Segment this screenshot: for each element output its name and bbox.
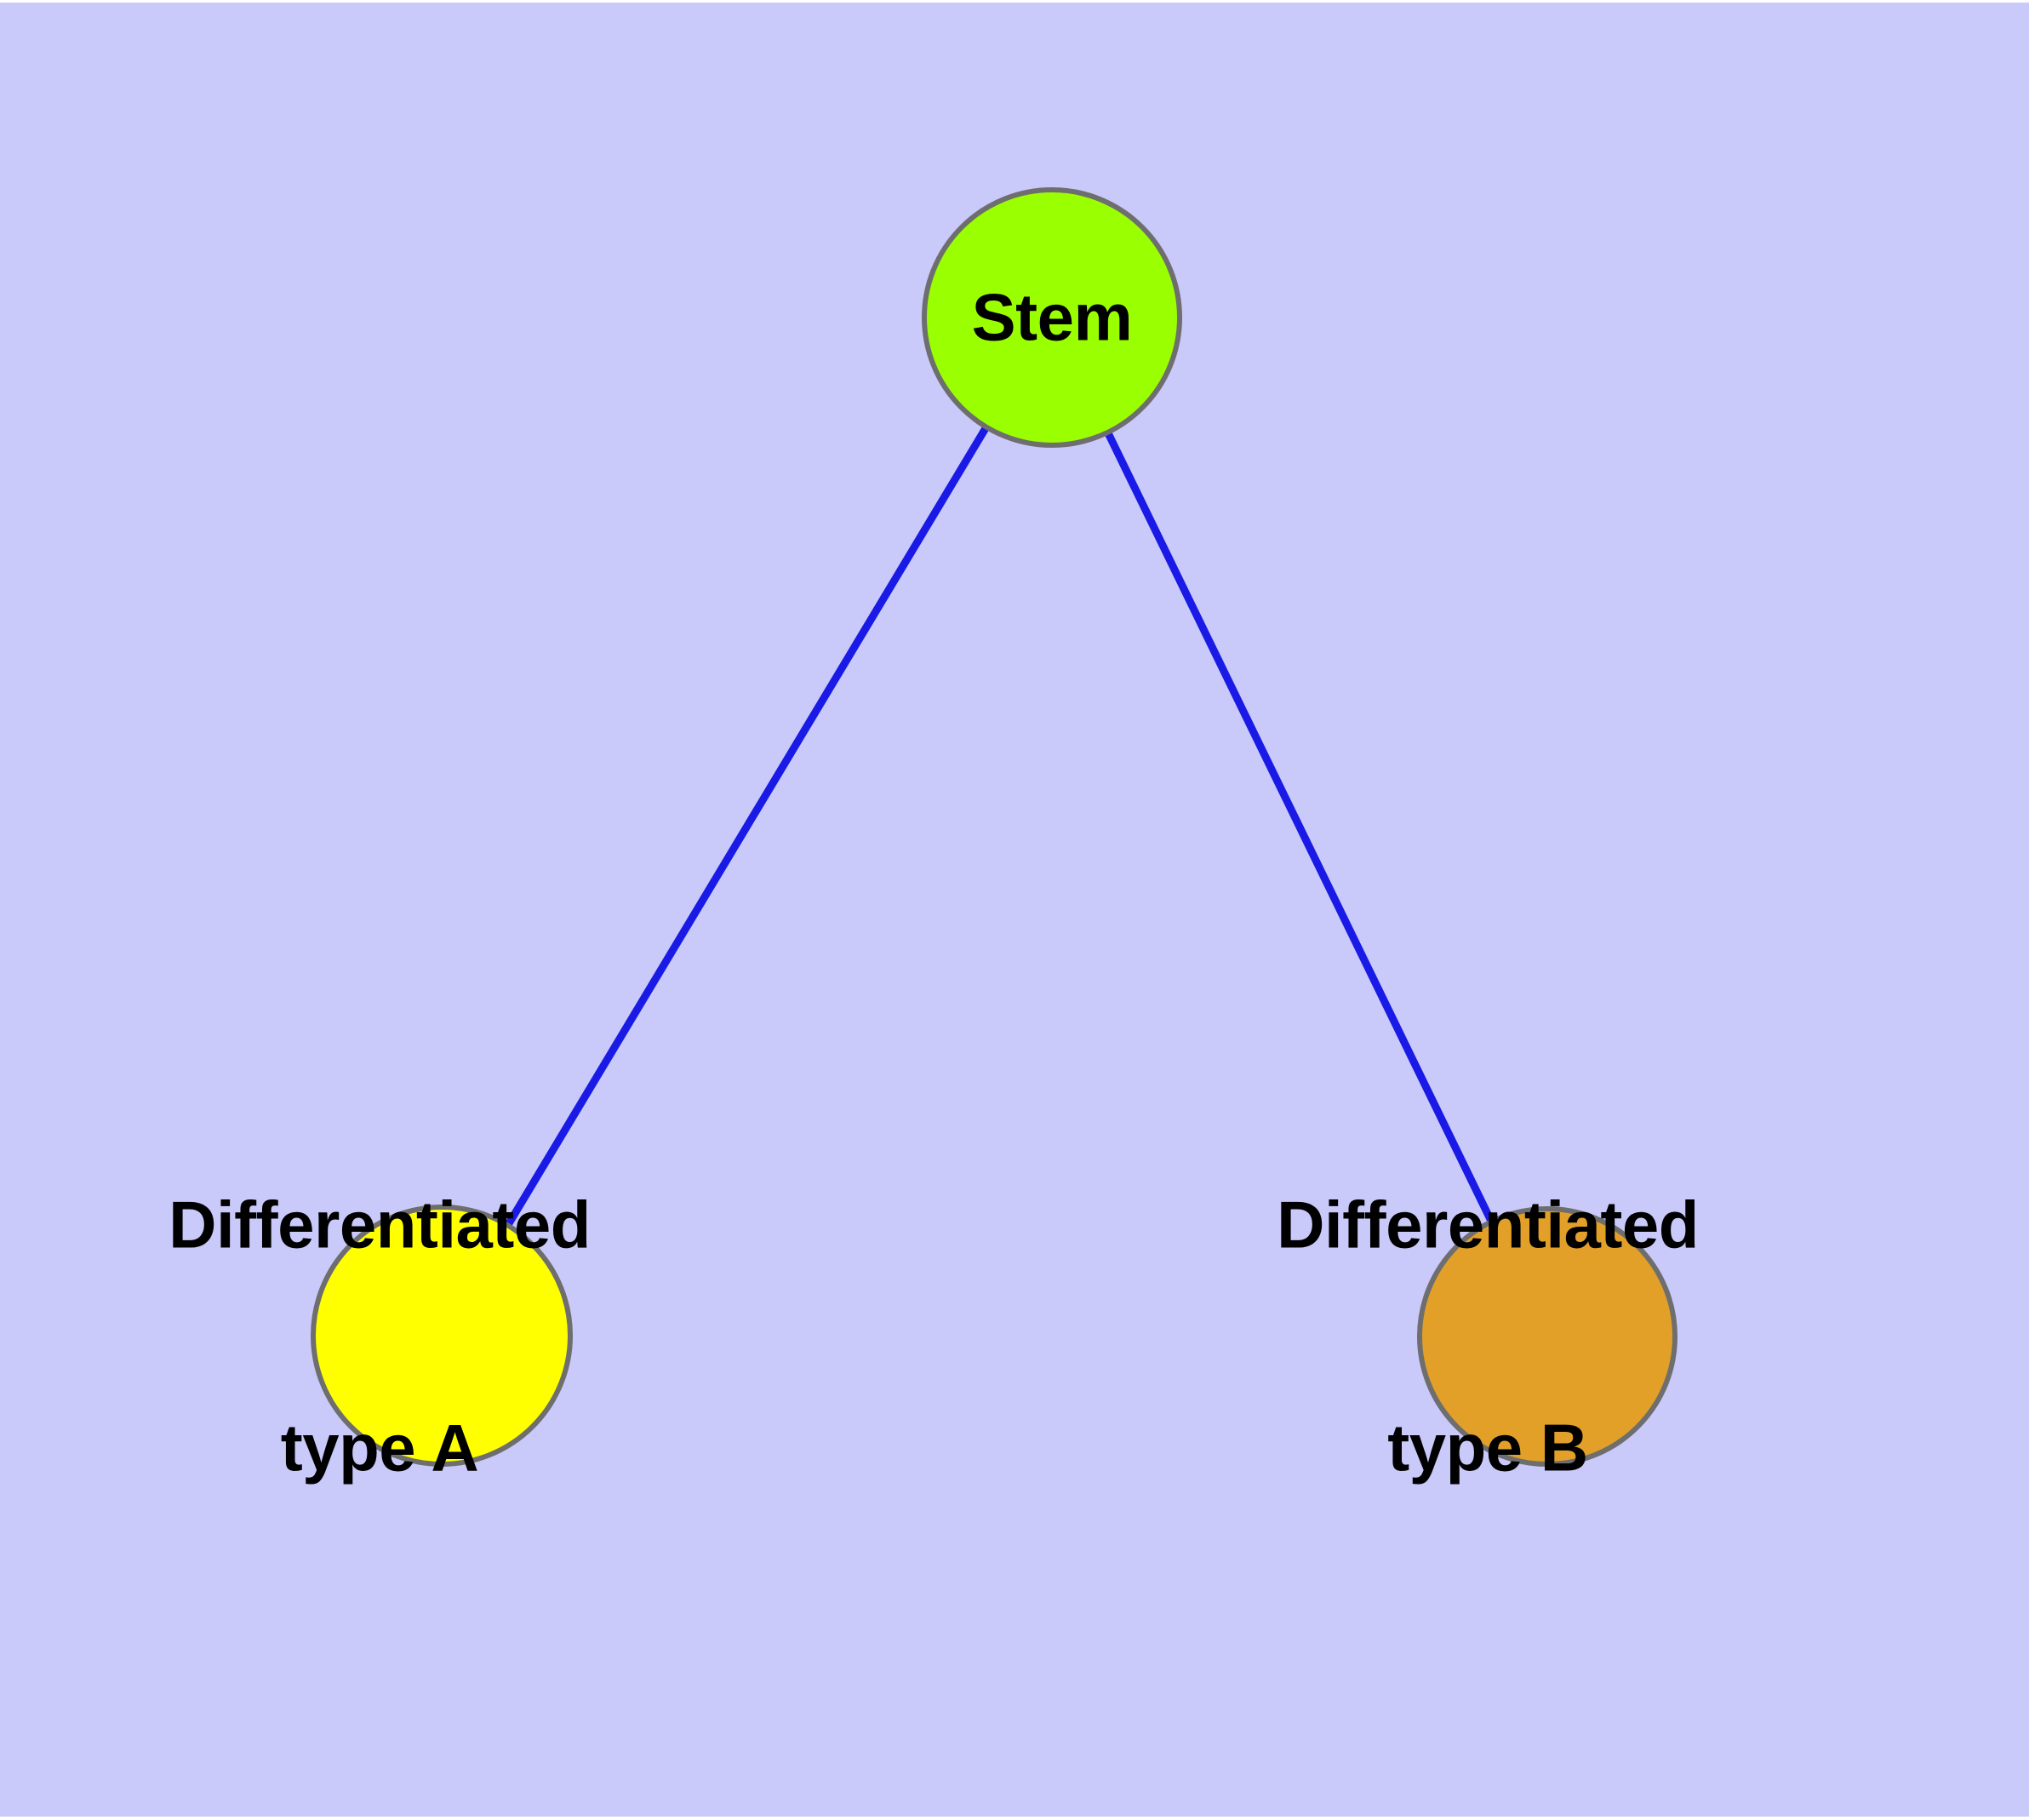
node-differentiated-type-a[interactable] [311, 1205, 573, 1467]
node-stem[interactable] [922, 187, 1182, 448]
node-layer [311, 187, 1677, 1467]
edge-layer [438, 315, 1552, 1338]
edge-stem-to-type-a [438, 315, 1055, 1338]
edge-stem-to-type-b [1048, 316, 1552, 1338]
node-differentiated-type-b[interactable] [1417, 1206, 1677, 1467]
